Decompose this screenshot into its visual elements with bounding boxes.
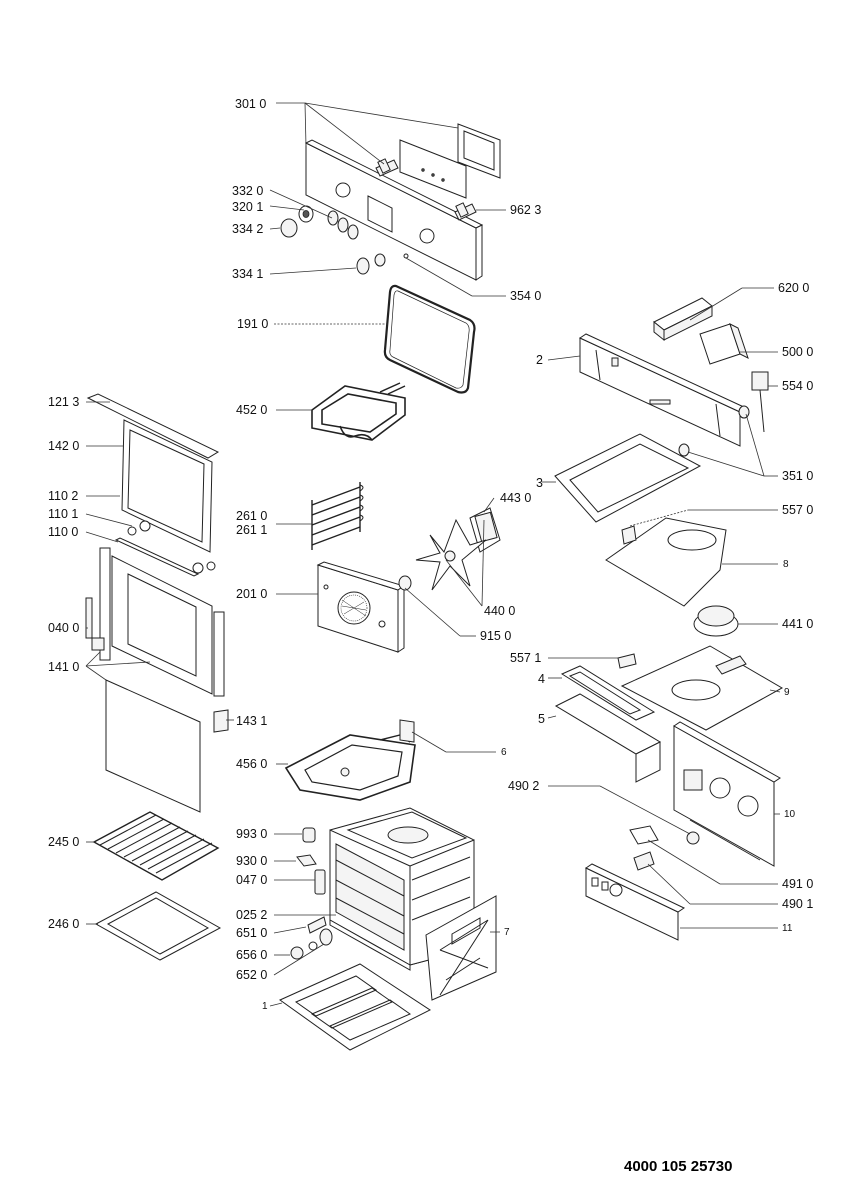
- door-gasket: [383, 284, 476, 394]
- label-3: 3: [536, 476, 543, 490]
- label-142-0: 142 0: [48, 439, 80, 453]
- knob-3341: [356, 257, 370, 275]
- label-456-0: 456 0: [236, 757, 268, 771]
- label-490-2: 490 2: [508, 779, 540, 793]
- control-module: [699, 323, 749, 365]
- label-201-0: 201 0: [236, 587, 268, 601]
- label-141-0: 141 0: [48, 660, 80, 674]
- label-143-1: 143 1: [236, 714, 268, 728]
- lower-heating-element: [284, 719, 416, 801]
- label-500-0: 500 0: [782, 345, 814, 359]
- label-191-0: 191 0: [237, 317, 269, 331]
- document-number: 4000 105 25730: [624, 1158, 733, 1175]
- label-915-0: 915 0: [480, 629, 512, 643]
- door-top-trim: [86, 393, 220, 459]
- label-301-0: 301 0: [235, 97, 267, 111]
- lamp-cover: [617, 653, 637, 669]
- label-246-0: 246 0: [48, 917, 80, 931]
- label-443-0: 443 0: [500, 491, 532, 505]
- back-cover-plate: [620, 645, 784, 731]
- convection-fan-assembly: [398, 507, 501, 591]
- shelf-guides: [311, 482, 364, 550]
- small-parts: [290, 827, 333, 960]
- outer-glass: [121, 419, 213, 553]
- door-assembly: [85, 393, 229, 813]
- selector-switch-right: [454, 202, 477, 221]
- inner-glass: [105, 679, 201, 813]
- display-board: [399, 139, 467, 199]
- label-656-0: 656 0: [236, 948, 268, 962]
- label-557-1: 557 1: [510, 651, 542, 665]
- label-332-0: 332 0: [232, 184, 264, 198]
- label-440-0: 440 0: [484, 604, 516, 618]
- bottom-panel: [279, 963, 432, 1051]
- inner-door-frame: [111, 555, 213, 695]
- label-261-0: 261 0: [236, 509, 268, 523]
- label-261-1: 261 1: [236, 523, 268, 537]
- label-962-3: 962 3: [510, 203, 542, 217]
- label-351-0: 351 0: [782, 469, 814, 483]
- label-025-2: 025 2: [236, 908, 268, 922]
- label-490-1: 490 1: [782, 897, 814, 911]
- rear-wall-panel: [673, 721, 781, 867]
- terminal-block: [653, 297, 713, 342]
- label-11: 11: [782, 923, 793, 934]
- label-1: 1: [262, 1001, 268, 1012]
- label-491-0: 491 0: [782, 877, 814, 891]
- knob-3342: [280, 218, 298, 238]
- label-7: 7: [504, 927, 510, 938]
- label-2: 2: [536, 353, 543, 367]
- thermostat: [751, 371, 769, 433]
- oven-cavity: [329, 807, 475, 971]
- rear-cavity-panel: [316, 561, 406, 653]
- top-cover-panel: [578, 333, 748, 447]
- bottom-control-panel: [584, 863, 686, 941]
- label-441-0: 441 0: [782, 617, 814, 631]
- label-9: 9: [784, 687, 790, 698]
- label-110-1: 110 1: [48, 507, 79, 521]
- label-554-0: 554 0: [782, 379, 814, 393]
- label-245-0: 245 0: [48, 835, 80, 849]
- label-121-3: 121 3: [48, 395, 80, 409]
- label-320-1: 320 1: [232, 200, 264, 214]
- grill-heating-element: [311, 382, 406, 441]
- label-110-0: 110 0: [48, 525, 79, 539]
- label-452-0: 452 0: [236, 403, 268, 417]
- label-4: 4: [538, 672, 545, 686]
- label-557-0: 557 0: [782, 503, 814, 517]
- label-8: 8: [783, 559, 789, 570]
- label-5: 5: [538, 712, 545, 726]
- lamp-holders: [678, 405, 750, 457]
- label-6: 6: [501, 747, 507, 758]
- label-334-1: 334 1: [232, 267, 264, 281]
- cooling-fan-housing: [605, 517, 727, 607]
- side-panel: [425, 895, 497, 1001]
- label-10: 10: [784, 809, 796, 820]
- label-651-0: 651 0: [236, 926, 268, 940]
- baking-tray: [94, 891, 222, 961]
- control-panel-assembly: [280, 123, 501, 281]
- wire-shelf: [92, 811, 220, 881]
- display-frame: [457, 123, 501, 179]
- label-110-2: 110 2: [48, 489, 79, 503]
- lamp-parts-lower: [629, 825, 700, 871]
- label-040-0: 040 0: [48, 621, 80, 635]
- label-354-0: 354 0: [510, 289, 542, 303]
- label-334-2: 334 2: [232, 222, 264, 236]
- air-duct: [560, 665, 656, 721]
- selector-switch-left: [375, 158, 399, 177]
- label-930-0: 930 0: [236, 854, 268, 868]
- insulation-cover: [554, 433, 702, 523]
- tangential-fan: [693, 605, 739, 637]
- label-047-0: 047 0: [236, 873, 268, 887]
- label-993-0: 993 0: [236, 827, 268, 841]
- leader-lines: [85, 102, 781, 1007]
- label-620-0: 620 0: [778, 281, 810, 295]
- rear-channel: [554, 693, 662, 783]
- label-652-0: 652 0: [236, 968, 268, 982]
